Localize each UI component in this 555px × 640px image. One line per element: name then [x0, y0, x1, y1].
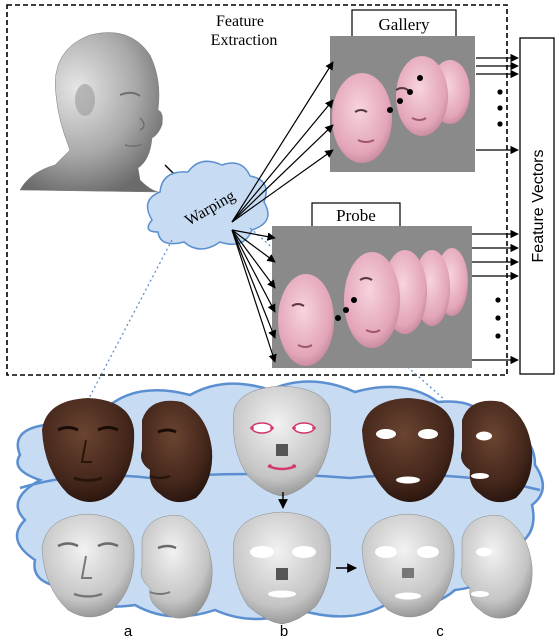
- landmark-dot-icon: [343, 307, 349, 313]
- subfigure-label-c: c: [436, 623, 444, 640]
- landmark-dot-icon: [397, 98, 403, 104]
- subfigure-label-b: b: [280, 623, 288, 640]
- probe-label: Probe: [336, 206, 376, 225]
- probe-to-vectors-arrows: [472, 234, 518, 360]
- landmark-dot-icon: [335, 315, 341, 321]
- head-mesh-icon: [20, 33, 163, 193]
- warp-to-gallery-arrows: [232, 62, 333, 222]
- landmark-dot-icon: [407, 89, 413, 95]
- subfigure-label-a: a: [124, 623, 133, 640]
- panel-title-line2: Extraction: [211, 32, 278, 49]
- gallery-image: [330, 36, 475, 172]
- landmark-dot-icon: [417, 75, 423, 81]
- warp-to-probe-arrows: [232, 230, 275, 362]
- ellipsis-dots-icon: [495, 297, 500, 338]
- landmark-dot-icon: [387, 107, 393, 113]
- probe-image: [272, 226, 472, 368]
- ellipsis-dots-icon: [497, 89, 502, 126]
- gallery-to-vectors-arrows: [476, 58, 518, 150]
- feature-vectors-label: Feature Vectors: [530, 150, 547, 263]
- gallery-label: Gallery: [379, 15, 430, 34]
- panel-title-line1: Feature: [216, 13, 264, 30]
- landmark-dot-icon: [351, 297, 357, 303]
